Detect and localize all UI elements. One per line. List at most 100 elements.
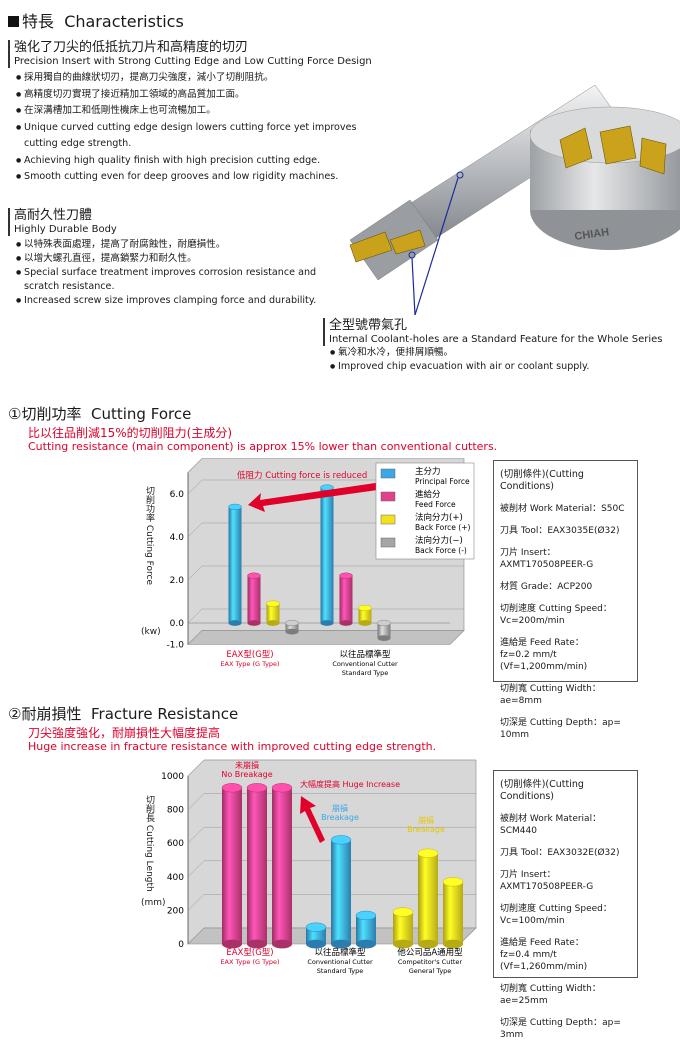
cat-label-conv-zh: 以往品標準型: [314, 947, 366, 958]
conditions-title: (切削條件)(Cutting Conditions): [500, 469, 584, 492]
legend-label-zh: 進給分: [415, 489, 441, 500]
cat-label-conv-en1: Conventional Cutter: [307, 958, 373, 966]
label-huge-increase: 大幅度提高 Huge Increase: [300, 779, 400, 789]
feature1-bullets: 採用獨自的曲線狀切刃，提高刀尖強度，減小了切削阻抗。 高精度切刃實現了接近精加工…: [16, 70, 386, 186]
cat-label-conv-en2: Standard Type: [317, 967, 364, 975]
condition-row: 切深是 Cutting Depth：ap= 10mm: [500, 718, 621, 740]
cat-label-comp-zh: 他公司品A通用型: [397, 947, 463, 958]
legend-label-zh: 主分力: [415, 466, 441, 477]
condition-row: 材質 Grade：ACP200: [500, 582, 593, 592]
list-item: Increased screw size improves clamping f…: [16, 294, 346, 308]
legend-label-en: Back Force (-): [415, 546, 467, 555]
chart2-yunit: (mm): [141, 898, 166, 908]
feature2-title-en: Highly Durable Body: [14, 224, 117, 235]
condition-row: fz=0.2 mm/t (Vf=1,200mm/min): [500, 650, 588, 672]
chart1-ylabel: 切削功率 Cutting Force: [144, 486, 154, 586]
bar-3-1: [266, 600, 280, 626]
legend-label-zh: 法向分力(−): [415, 535, 463, 546]
condition-row: 被削材 Work Material：S50C: [500, 504, 625, 514]
y-tick-label: 0: [178, 940, 184, 950]
condition-row: Vc=100m/min: [500, 916, 565, 926]
feature2-bullets: 以特殊表面處理，提高了耐腐蝕性，耐磨損性。 以增大螺孔直徑，提高鎖緊力和耐久性。…: [16, 238, 346, 308]
condition-row: 進給是 Feed Rate：: [500, 938, 584, 948]
bar-5: [330, 835, 352, 949]
feature1-title-en: Precision Insert with Strong Cutting Edg…: [14, 56, 372, 67]
condition-row: 切削速度 Cutting Speed：: [500, 604, 612, 614]
heading-zh: 特長: [22, 12, 55, 31]
bar-9: [442, 877, 464, 949]
brand-logo: CHIAH: [574, 226, 610, 243]
condition-row: 切削寬 Cutting Width：ae=8mm: [500, 684, 601, 706]
condition-row: 刀具 Tool：EAX3032E(Ø32): [500, 848, 620, 858]
list-item: Achieving high quality finish with high …: [16, 153, 386, 170]
bar-4: [305, 922, 327, 949]
section1-title-zh: 切削功率: [21, 405, 82, 423]
gridline: [187, 827, 205, 844]
list-item: 採用獨自的曲線狀切刃，提高刀尖強度，減小了切削阻抗。: [16, 70, 386, 87]
bar-3: [271, 783, 293, 949]
condition-row: 切削寬 Cutting Width：ae=25mm: [500, 984, 601, 1006]
insert-small: [349, 229, 426, 263]
condition-row: 刀片 Insert：AXMT170508PEER-G: [500, 548, 594, 570]
legend-swatch: [380, 491, 396, 502]
bar-4-2: [377, 619, 391, 641]
heading-en: Characteristics: [64, 12, 184, 31]
section1-sub-en: Cutting resistance (main component) is a…: [28, 440, 498, 453]
section2-title: ②耐崩損性 Fracture Resistance: [8, 703, 238, 724]
feature3-header: 全型號帶氣孔 Internal Coolant-holes are a Stan…: [323, 318, 663, 346]
bar-group: [228, 484, 391, 641]
section1-title-en: Cutting Force: [91, 405, 192, 423]
y-tick-label: 600: [167, 839, 184, 849]
bar-1-2: [320, 484, 334, 626]
section1-sub-zh: 比以往品削減15%的切削阻力(主成分): [28, 426, 233, 440]
list-item: Improved chip evacuation with air or coo…: [330, 360, 670, 374]
conditions-title: (切削條件)(Cutting Conditions): [500, 779, 584, 802]
cat-label-eax-en: EAX Type (G Type): [220, 958, 279, 966]
gridline: [187, 860, 205, 877]
bar-8: [417, 848, 439, 949]
gridline: [187, 565, 203, 581]
increase-arrow: [300, 796, 325, 843]
bar-7: [392, 907, 414, 949]
cat-label-eax-en: EAX Type (G Type): [220, 660, 279, 668]
gridline: [187, 608, 203, 624]
reduction-arrow: 低阻力 Cutting force is reduced: [237, 470, 385, 512]
cutting-conditions-1: (切削條件)(Cutting Conditions) 被削材 Work Mate…: [493, 460, 638, 740]
condition-row: 切深是 Cutting Depth：ap= 3mm: [500, 1018, 621, 1040]
y-tick-label: 1000: [161, 772, 184, 782]
page-heading: 特長 Characteristics: [8, 8, 184, 32]
y-tick-label: 2.0: [170, 576, 185, 586]
annotation-reduced: 低阻力 Cutting force is reduced: [237, 470, 367, 481]
cat-label-conv-en1: Conventional Cutter: [332, 660, 398, 668]
chart-floor: [187, 630, 465, 645]
cutting-force-chart: 6.04.02.00.0-1.0 低阻力 Cutting force is re…: [166, 458, 475, 677]
chart1-yunit: (kw): [141, 627, 161, 637]
face-mill-head: CHIAH: [529, 106, 680, 250]
feature1-title-zh: 強化了刀尖的低抵抗刀片和高精度的切刃: [14, 40, 249, 55]
condition-row: 切削速度 Cutting Speed：: [500, 904, 612, 914]
legend-swatch: [380, 537, 396, 548]
label-breakage-comp-zh: 崩損: [418, 815, 434, 825]
bar-1-1: [228, 503, 242, 626]
bar-2-2: [339, 572, 353, 626]
y-tick-label: 200: [167, 906, 184, 916]
section2-title-zh: 耐崩損性: [21, 705, 82, 723]
condition-row: 刀片 Insert：AXMT170508PEER-G: [500, 870, 594, 892]
list-item: Unique curved cutting edge design lowers…: [16, 120, 386, 153]
gridline: [187, 894, 205, 911]
label-breakage-conv-en: Breakage: [321, 813, 359, 822]
feature2-header: 高耐久性刀體 Highly Durable Body: [8, 208, 117, 236]
legend-label-en: Back Force (+): [415, 523, 470, 532]
gridline: [187, 793, 205, 810]
legend-label-zh: 法向分力(+): [415, 512, 463, 523]
feature3-bullets: 氣冷和水冷，便排屑順暢。 Improved chip evacuation wi…: [330, 346, 670, 374]
condition-row: 被削材 Work Material：SCM440: [500, 814, 602, 836]
feature3-title-zh: 全型號帶氣孔: [329, 318, 408, 333]
feature2-title-zh: 高耐久性刀體: [14, 208, 93, 223]
legend-swatch: [380, 468, 396, 479]
condition-row: 進給是 Feed Rate：: [500, 638, 584, 648]
cat-label-comp-en2: General Type: [409, 967, 452, 975]
list-item: 在深溝槽加工和低剛性機床上也可流暢加工。: [16, 103, 386, 120]
